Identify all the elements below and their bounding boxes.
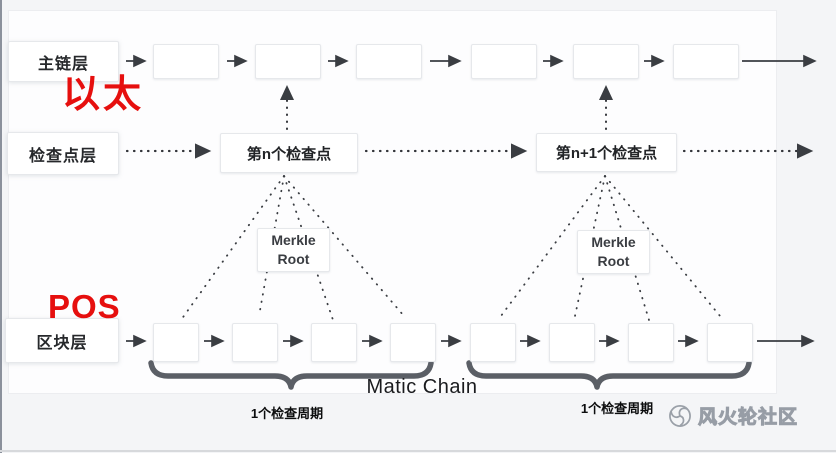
main-chain-layer-label: 主链层: [8, 41, 119, 82]
block: [390, 323, 436, 362]
main-chain-block: [356, 44, 422, 79]
left-edge-line: [0, 0, 2, 453]
block: [470, 323, 516, 362]
block: [549, 323, 595, 362]
merkle-root-box-left: Merkle Root: [257, 228, 330, 272]
cycle-label-left: 1个检查周期: [250, 406, 324, 421]
main-chain-block: [255, 44, 321, 79]
brace-left: [148, 360, 434, 390]
block: [707, 323, 753, 362]
cycle-label-right: 1个检查周期: [580, 401, 654, 416]
brace-right: [466, 360, 752, 390]
checkpoint-layer-label: 检查点层: [7, 132, 119, 175]
watermark-text: 风火轮社区: [697, 407, 799, 429]
bottom-edge-line: [0, 450, 836, 452]
main-chain-block: [471, 44, 537, 79]
watermark: 风火轮社区: [666, 402, 798, 429]
block: [232, 323, 278, 362]
checkpoint-n-box: 第n个检查点: [220, 133, 358, 173]
merkle-root-box-right: Merkle Root: [577, 230, 650, 274]
block-layer-label: 区块层: [5, 318, 119, 363]
pinwheel-icon: [669, 404, 691, 427]
checkpoint-to-mainchain-arrows: [280, 85, 613, 130]
block: [153, 323, 199, 362]
main-chain-block: [673, 44, 739, 79]
matic-chain-label: Matic Chain: [366, 376, 478, 398]
main-chain-block: [573, 44, 639, 79]
block: [628, 323, 674, 362]
pos-annotation: POS: [48, 288, 121, 325]
main-chain-block: [153, 44, 219, 79]
block: [311, 323, 357, 362]
ethereum-annotation: 以太: [62, 74, 145, 116]
cycle-braces: [148, 360, 752, 390]
checkpoint-n1-box: 第n+1个检查点: [536, 133, 677, 172]
